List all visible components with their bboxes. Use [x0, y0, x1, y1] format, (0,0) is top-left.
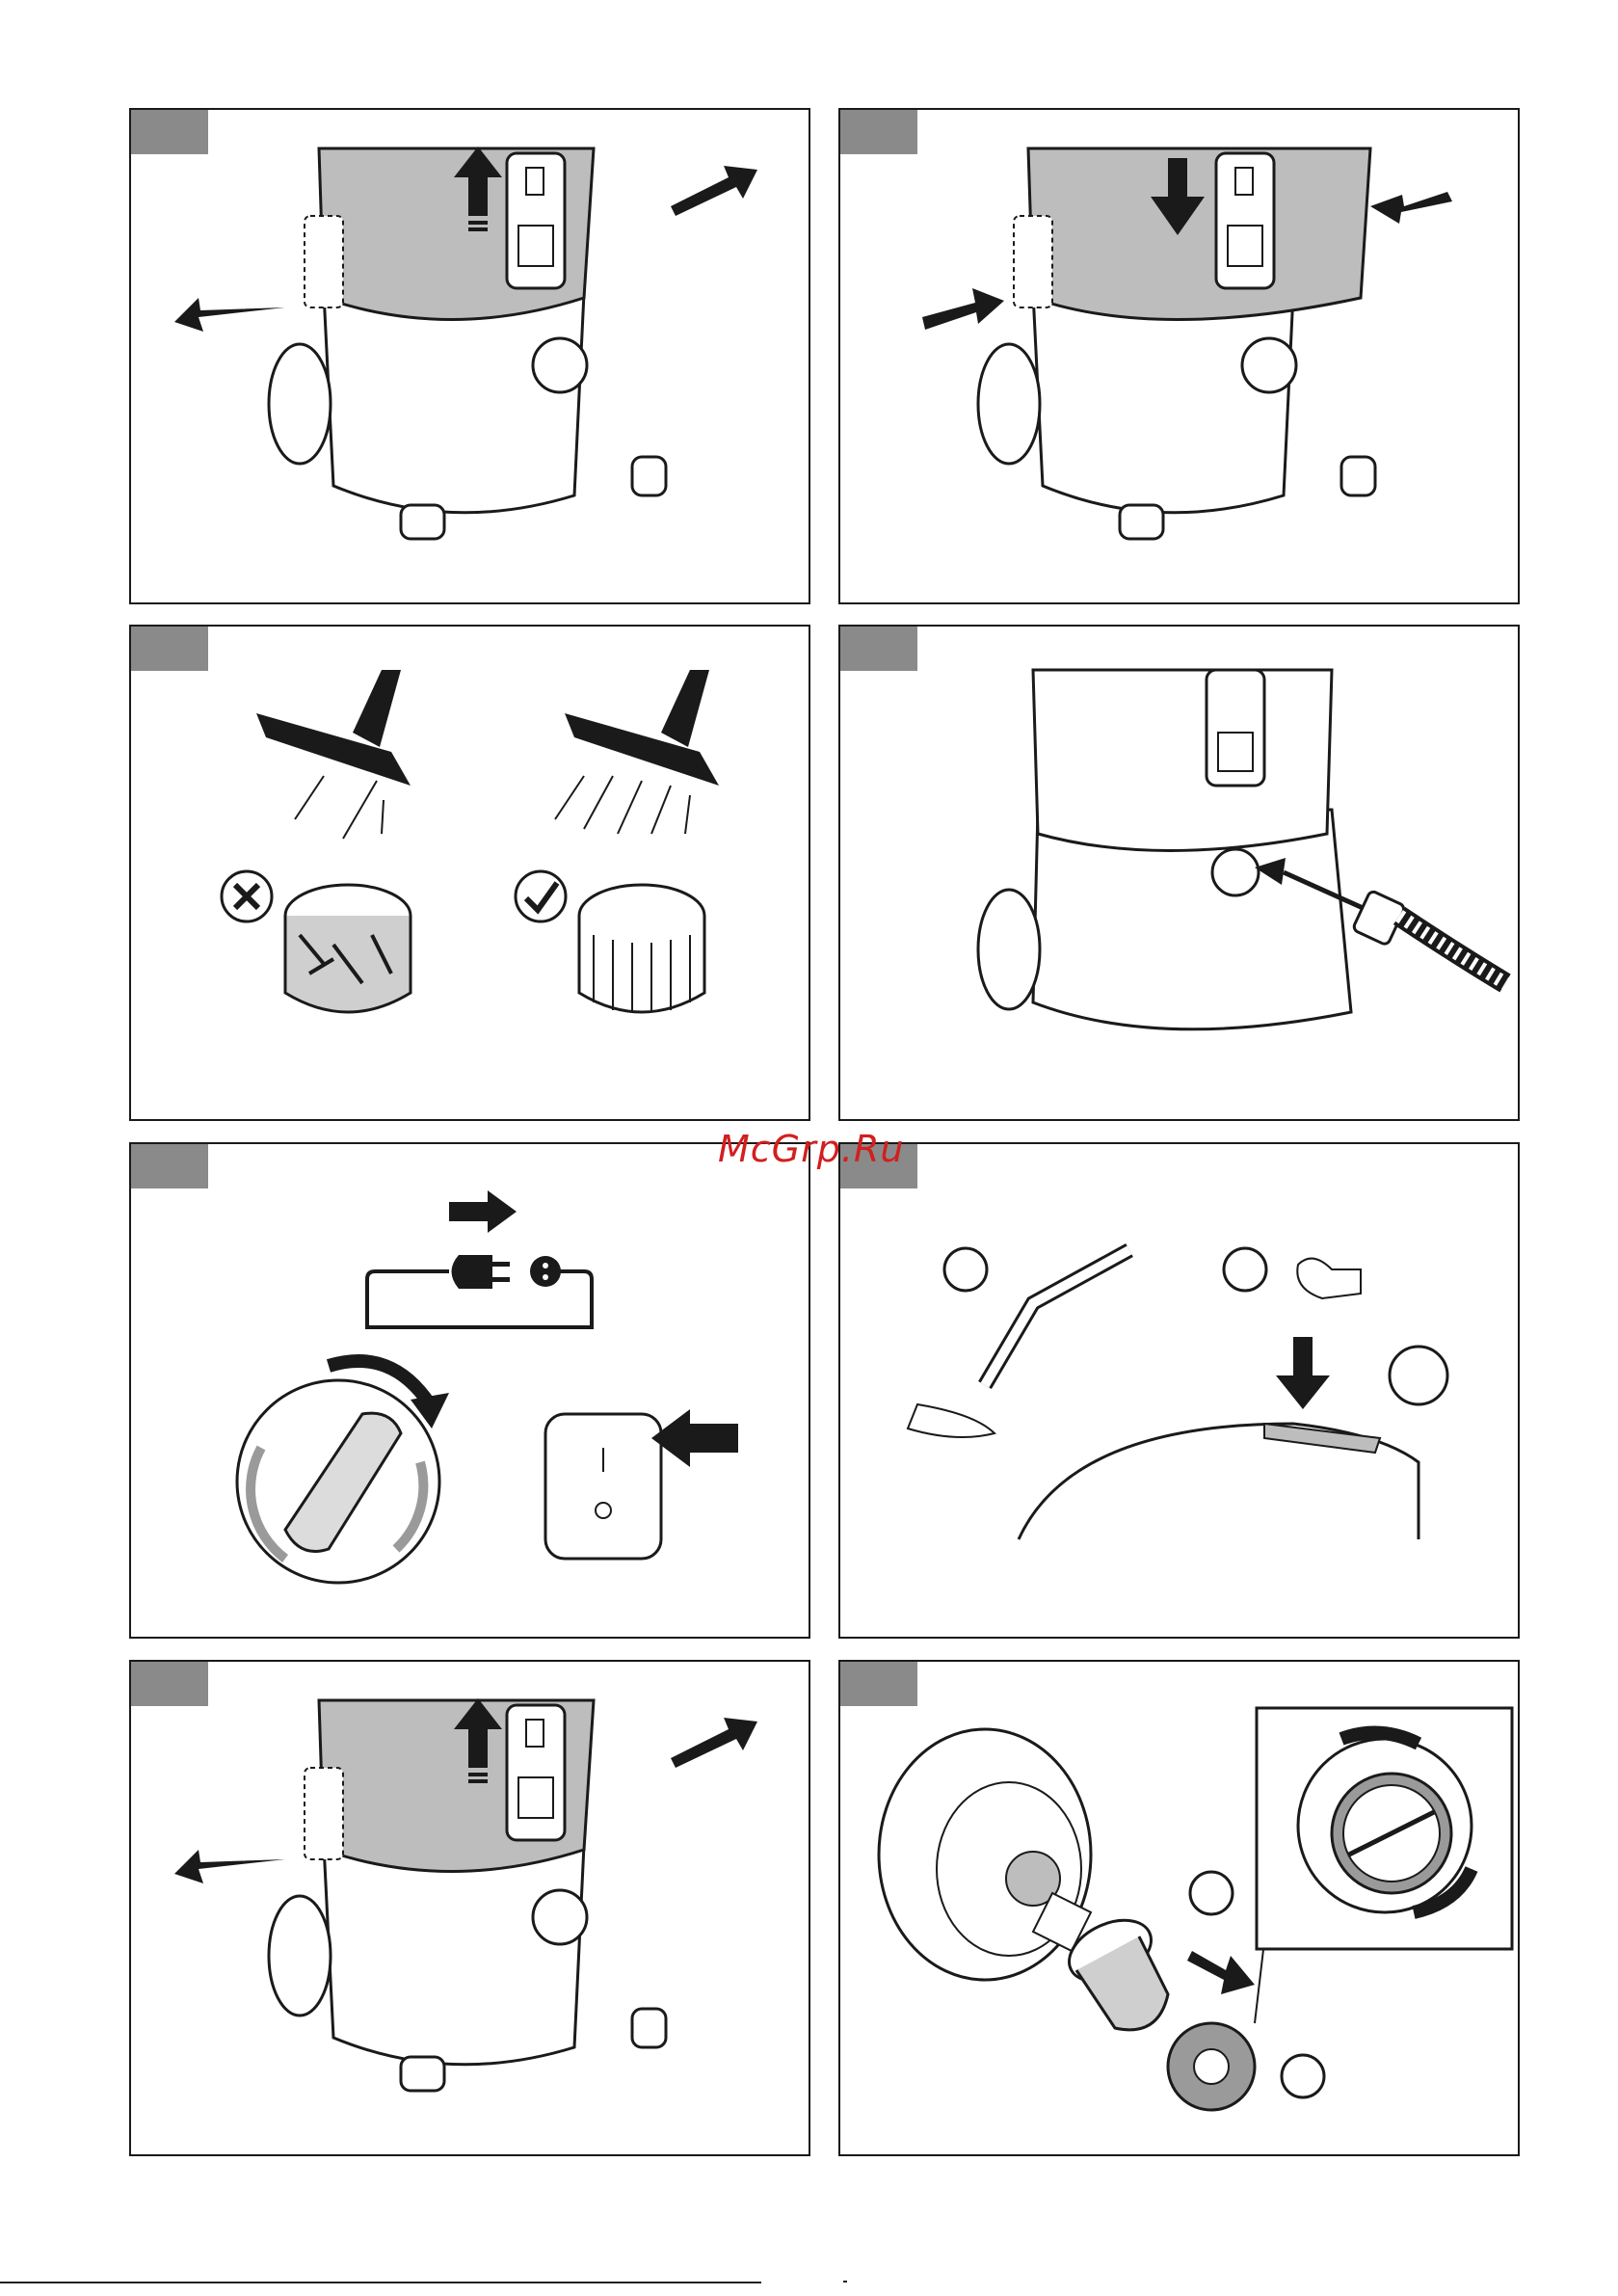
illustration-panel-7: [129, 1660, 810, 2156]
vacuum-attach-head-illustration: [840, 110, 1520, 604]
arrow-right-icon: [449, 1190, 517, 1233]
hand-icon: [908, 1404, 995, 1437]
illustration-panel-3: [129, 625, 810, 1121]
filter-clogged-vs-clean-illustration: [131, 627, 810, 1121]
illustration-panel-1: [129, 108, 810, 604]
rocker-switch: [545, 1414, 661, 1559]
step-circle-1: [944, 1248, 987, 1291]
vacuum-lift-head-illustration: [131, 110, 810, 604]
check-suction-illustration: [840, 1144, 1520, 1639]
vacuum-lift-head-illustration-2: [131, 1662, 810, 2156]
sealing-icon: [1390, 1347, 1447, 1404]
illustration-panel-2: [838, 108, 1520, 604]
footer-tick: [843, 2281, 847, 2283]
illustration-panel-8: [838, 1660, 1520, 2156]
step-circle-a: [1190, 1872, 1233, 1914]
step-circle-b: [1282, 2055, 1324, 2097]
plug-icon: [452, 1255, 493, 1289]
illustration-panel-6: [838, 1142, 1520, 1639]
power-switch-illustration: [131, 1144, 810, 1639]
vacuum-attach-hose-illustration: [840, 627, 1520, 1121]
check-icon: [516, 871, 566, 921]
filter-replace-illustration: [840, 1662, 1520, 2156]
step-circle-2: [1224, 1248, 1266, 1291]
watermark-text: McGrp.Ru: [718, 1128, 904, 1170]
illustration-panel-4: [838, 625, 1520, 1121]
illustration-panel-5: [129, 1142, 810, 1639]
footer-rule: [0, 2282, 761, 2283]
